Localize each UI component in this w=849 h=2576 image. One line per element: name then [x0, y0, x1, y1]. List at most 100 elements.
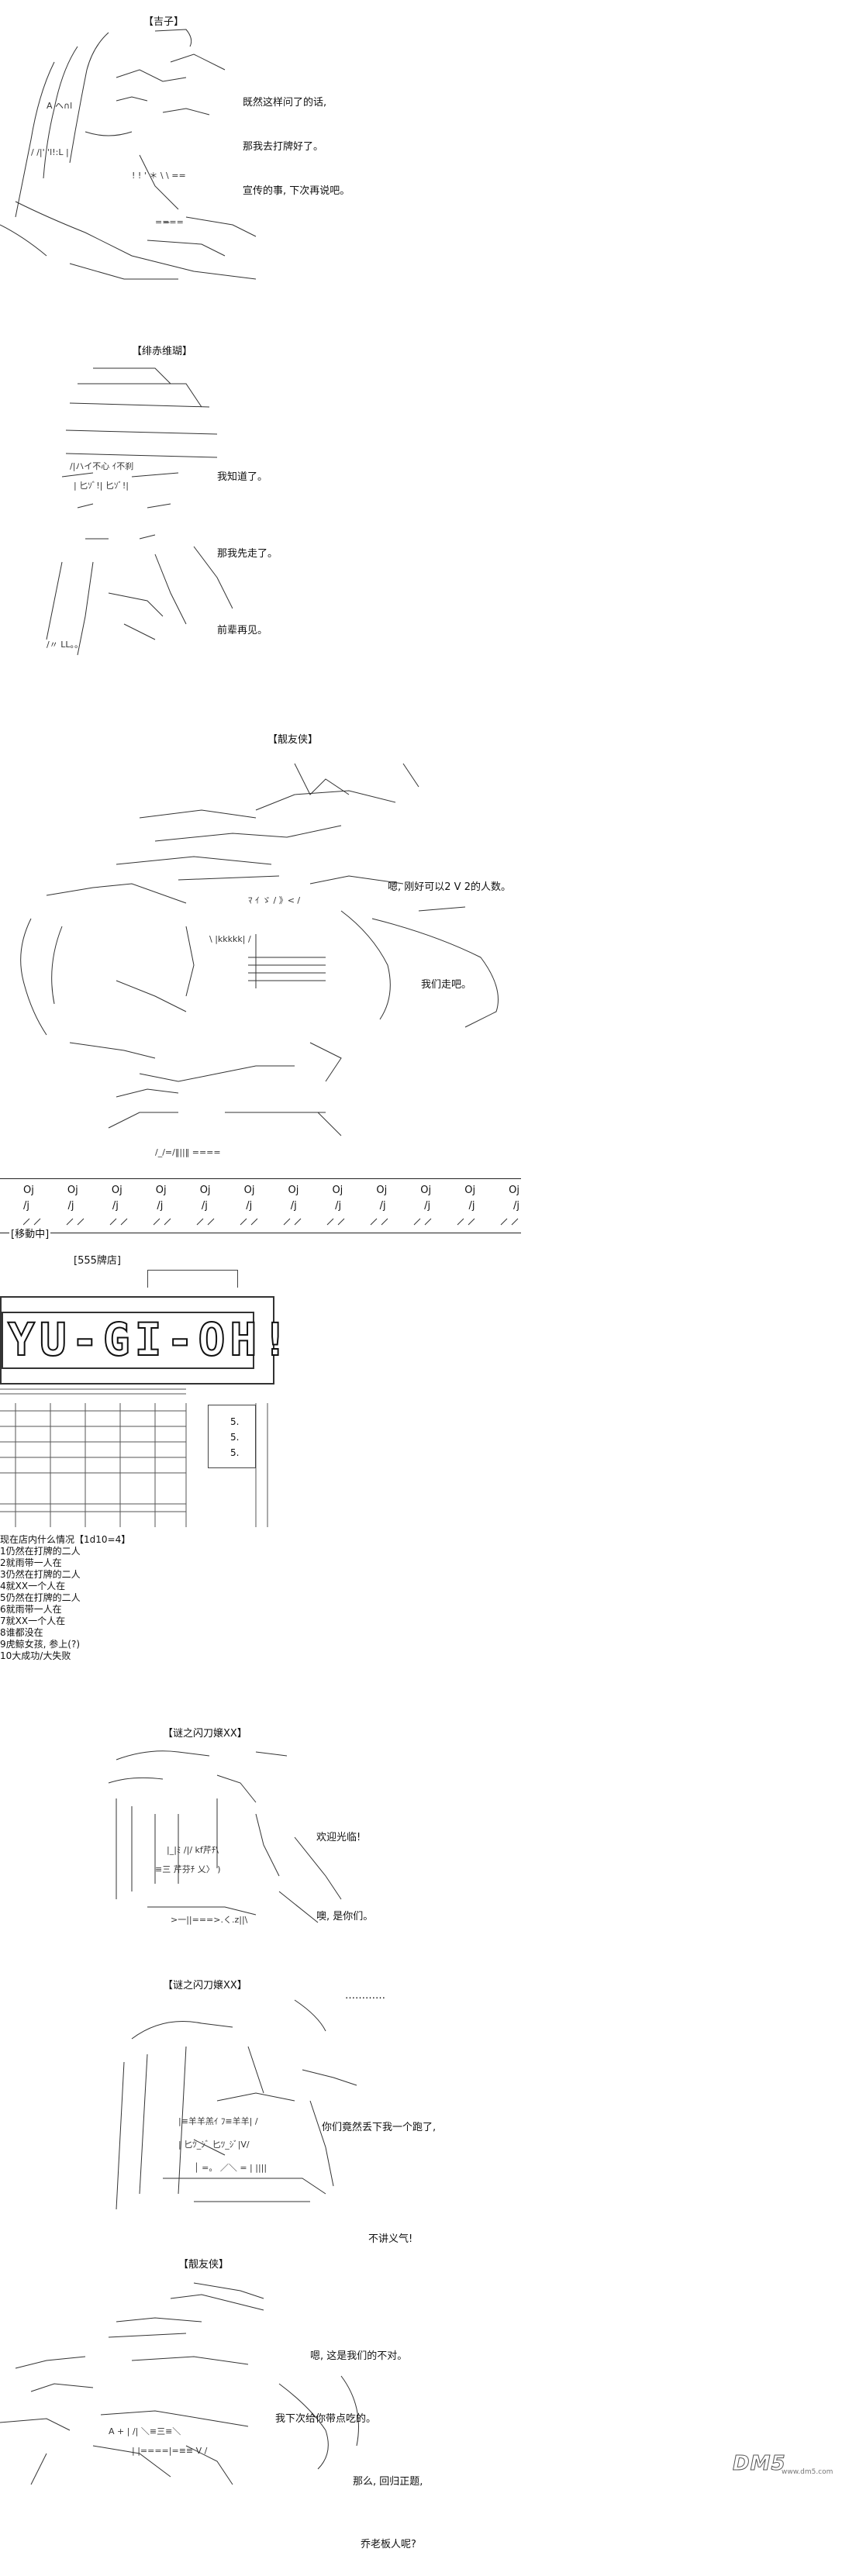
- panel-6-speaker: 【靓友侠】: [178, 2259, 230, 2271]
- panel-5-ascii-art: |≡羊羊羔ｲ ﾌ≡羊羊| / | 匕ﾂ_ｼﾞ 匕ﾂ_ｼﾞ|V/ │ =。 ／＼ …: [101, 1992, 457, 2225]
- roll-option: 2就雨带一人在: [0, 1557, 62, 1568]
- shop-name: [555牌店]: [74, 1255, 121, 1267]
- divider-mark: /j: [157, 1200, 164, 1212]
- divider-mark: /j: [112, 1200, 119, 1212]
- divider-mark: Oj: [111, 1185, 123, 1196]
- svg-text:|_|ﾐ /|/ kf芹ﾁ\: |_|ﾐ /|/ kf芹ﾁ\: [167, 1845, 219, 1855]
- panel-5-speaker: 【谜之闪刀嬢XX】: [163, 1980, 247, 1991]
- dialogue-line: 不讲义气!: [368, 2233, 413, 2245]
- dialogue-line: 我下次给你带点吃的。: [275, 2413, 377, 2425]
- divider-mark: Oj: [67, 1185, 78, 1196]
- moving-tag: [移動中]: [9, 1226, 51, 1240]
- dialogue-line: 前辈再见。: [217, 625, 268, 636]
- divider-mark: Oj: [23, 1185, 34, 1196]
- panel-6-ascii-art: A + | /| ＼≡三≡＼ | |====|=≡≡ V /: [0, 2275, 372, 2488]
- panel-1-ascii-art: A ヘ∩l / /|' 'l!:L | ! ! ' ＊ \ \ == ==̶̶=…: [0, 23, 267, 287]
- svg-text:>一||===>.く.z||\: >一||===>.く.z||\: [171, 1915, 248, 1925]
- svg-text:! ! ' ＊ \ \ ==: ! ! ' ＊ \ \ ==: [132, 171, 186, 181]
- dm5-watermark-logo: DM5: [733, 2452, 786, 2476]
- shop-awning: [147, 1270, 238, 1288]
- dialogue-line: 你们竟然丢下我一个跑了,: [322, 2122, 437, 2133]
- dialogue-line: …………: [345, 1990, 385, 2002]
- divider-arrow-row: [22, 1216, 519, 1231]
- panel-2-ascii-art: /|ハイ不心 ｲ不刹 | 匕ｿﾞ!| 匕ｿﾞ!| /〃 LL。。: [0, 360, 233, 659]
- panel-4-ascii-art: |_|ﾐ /|/ kf芹ﾁ\ ≡三 芹芬ﾁ 乂〉 ) >一||===>.く.z|…: [101, 1744, 357, 1934]
- shop-logo-board: YU-GI-OH!: [0, 1296, 289, 1385]
- sign-number: 5.: [230, 1432, 240, 1443]
- shop-logo-inner: [2, 1312, 254, 1369]
- divider-mark: Oj: [288, 1185, 299, 1196]
- roll-option: 8谁都没在: [0, 1627, 43, 1638]
- divider-mark: /j: [23, 1200, 29, 1212]
- dialogue-line: 我知道了。: [217, 471, 268, 483]
- dialogue-line: 那我先走了。: [217, 548, 278, 560]
- divider-top-rule: [0, 1178, 521, 1179]
- dialogue-line: 欢迎光临!: [316, 1832, 361, 1843]
- dm5-watermark-domain: www.dm5.com: [782, 2468, 833, 2476]
- sign-number: 5.: [230, 1447, 240, 1458]
- divider-mark: /j: [513, 1200, 519, 1212]
- panel-4-dialogue: 欢迎光临! 噢, 是你们。 …………: [316, 1772, 385, 2036]
- panel-3-dialogue: 嗯, 刚好可以2 V 2的人数。 我们走吧。: [388, 806, 511, 1034]
- roll-option: 3仍然在打牌的二人: [0, 1569, 81, 1580]
- dialogue-line: 那么, 回归正题,: [353, 2476, 423, 2488]
- roll-list: 现在店内什么情况【1d10=4】 1仍然在打牌的二人 2就雨带一人在 3仍然在打…: [0, 1534, 130, 1662]
- shop-logo-text: YU-GI-OH!: [7, 1312, 294, 1367]
- svg-text:/〃 LL。。: /〃 LL。。: [47, 640, 83, 650]
- svg-text:\ |kkkkk| /: \ |kkkkk| /: [209, 934, 251, 944]
- divider-mark: Oj: [420, 1185, 432, 1196]
- roll-title: 现在店内什么情况【1d10=4】: [0, 1534, 131, 1545]
- dialogue-line: 嗯, 刚好可以2 V 2的人数。: [388, 881, 511, 893]
- svg-text:|≡羊羊羔ｲ ﾌ≡羊羊| /: |≡羊羊羔ｲ ﾌ≡羊羊| /: [178, 2116, 258, 2126]
- dialogue-line: 既然这样问了的话,: [243, 97, 327, 109]
- roll-option: 4就XX一个人在: [0, 1581, 66, 1591]
- svg-text:/ /|' 'l!:L |: / /|' 'l!:L |: [31, 147, 69, 157]
- divider-mark: Oj: [243, 1185, 255, 1196]
- roll-option: 6就雨带一人在: [0, 1604, 62, 1615]
- svg-text:│ =。 ／＼ = | ||||: │ =。 ／＼ = | ||||: [194, 2162, 267, 2173]
- svg-text:| 匕ﾂ_ｼﾞ 匕ﾂ_ｼﾞ|V/: | 匕ﾂ_ｼﾞ 匕ﾂ_ｼﾞ|V/: [178, 2140, 250, 2150]
- divider-mark: Oj: [332, 1185, 343, 1196]
- panel-6-dialogue: 嗯, 这是我们的不对。 我下次给你带点吃的。 那么, 回归正题, 乔老板人呢?: [275, 2304, 423, 2576]
- panel-5-dialogue: 你们竟然丢下我一个跑了, 不讲义气!: [322, 2035, 436, 2295]
- divider-mark: Oj: [464, 1185, 476, 1196]
- divider-mark: /j: [335, 1200, 342, 1212]
- svg-text:/_/=/‖||‖ ====: /_/=/‖||‖ ====: [155, 1147, 221, 1157]
- divider-mark: /j: [379, 1200, 386, 1212]
- roll-option: 5仍然在打牌的二人: [0, 1592, 81, 1603]
- svg-text:| |====|=≡≡ V /: | |====|=≡≡ V /: [132, 2446, 208, 2456]
- svg-text:/|ハイ不心 ｲ不刹: /|ハイ不心 ｲ不刹: [70, 461, 133, 471]
- panel-2-speaker: 【绯赤维瑚】: [132, 346, 193, 357]
- dialogue-line: 乔老板人呢?: [361, 2539, 416, 2550]
- divider-mark: Oj: [155, 1185, 167, 1196]
- divider-mark: Oj: [376, 1185, 388, 1196]
- panel-1-speaker: 【吉子】: [143, 16, 185, 28]
- panel-2-dialogue: 我知道了。 那我先走了。 前辈再见。: [217, 413, 278, 669]
- shop-sign-panel: 5. 5. 5.: [208, 1405, 256, 1468]
- roll-option: 7就XX一个人在: [0, 1616, 66, 1626]
- divider-mark: Oj: [509, 1185, 519, 1196]
- svg-text:ﾏ ｲ ゞ / 》< /: ﾏ ｲ ゞ / 》< /: [248, 895, 300, 905]
- svg-text:A ヘ∩l: A ヘ∩l: [47, 101, 72, 111]
- svg-text:A + | /| ＼≡三≡＼: A + | /| ＼≡三≡＼: [109, 2426, 181, 2436]
- panel-1-dialogue: 既然这样问了的话, 那我去打牌好了。 宣传的事, 下次再说吧。: [243, 66, 350, 213]
- divider-marks-row: Oj Oj Oj Oj Oj Oj Oj Oj Oj Oj Oj Oj /j /…: [22, 1185, 519, 1231]
- dialogue-line: 嗯, 这是我们的不对。: [310, 2350, 408, 2362]
- shop-facade: [0, 1388, 279, 1527]
- divider-mark: /j: [468, 1200, 475, 1212]
- dialogue-line: 宣传的事, 下次再说吧。: [243, 185, 350, 197]
- roll-option: 1仍然在打牌的二人: [0, 1546, 81, 1557]
- divider-mark: Oj: [199, 1185, 211, 1196]
- panel-3-speaker: 【靓友侠】: [267, 734, 319, 746]
- roll-option: 9虎鲸女孩, 参上(?): [0, 1639, 80, 1650]
- divider-mark: /j: [246, 1200, 253, 1212]
- panel-4-speaker: 【谜之闪刀嬢XX】: [163, 1728, 247, 1740]
- svg-text:==̶̶==: ==̶̶==: [155, 217, 184, 227]
- sign-number: 5.: [230, 1416, 240, 1427]
- dialogue-line: 我们走吧。: [421, 979, 472, 991]
- panel-3-ascii-art: \ |kkkkk| / ﾏ ｲ ゞ / 》< / /_/=/‖||‖ ====: [0, 748, 512, 1167]
- roll-option: 10大成功/大失败: [0, 1650, 71, 1661]
- dialogue-line: 噢, 是你们。: [316, 1911, 374, 1923]
- svg-text:≡三 芹芬ﾁ 乂〉 ): ≡三 芹芬ﾁ 乂〉 ): [155, 1864, 221, 1874]
- dialogue-line: 那我去打牌好了。: [243, 141, 324, 153]
